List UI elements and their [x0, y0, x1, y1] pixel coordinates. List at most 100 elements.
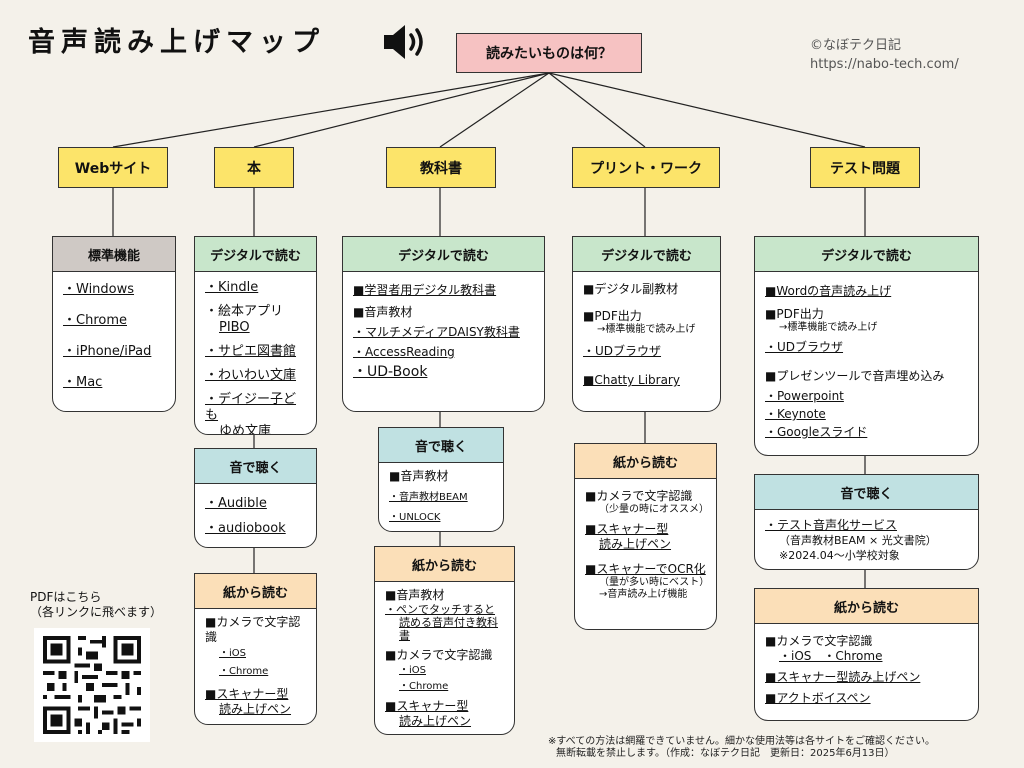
card-header: 音で聴く [195, 449, 316, 484]
link-chrome[interactable]: ・Chrome [219, 666, 269, 677]
book-paper-card: 紙から読む ■カメラで文字認識 ・iOS ・Chrome ■スキャナー型 読み上… [194, 573, 317, 725]
qr-label: PDFはこちら [30, 590, 102, 604]
print-paper-card: 紙から読む ■カメラで文字認識 （少量の時にオススメ） ■スキャナー型 読み上げ… [574, 443, 717, 630]
link-pibo[interactable]: PIBO [219, 320, 250, 335]
link-pen-touch[interactable]: ・ペンでタッチすると [385, 603, 495, 616]
list-item: ■音声教材 [353, 305, 413, 319]
link-digital-textbook[interactable]: ■学習者用デジタル教科書 [353, 283, 497, 297]
list-item-note: ※2024.04〜小学校対象 [779, 549, 900, 562]
list-item-note: →標準機能で読み上げ [779, 322, 878, 333]
link-scanner-pen[interactable]: ■スキャナー型読み上げペン [765, 670, 921, 684]
link-powerpoint[interactable]: ・Powerpoint [765, 389, 844, 403]
link-scanner-pen-2[interactable]: 読み上げペン [219, 702, 292, 716]
footer-disclaimer: ※すべての方法は網羅できていません。細かな使用法等は各サイトをご確認ください。 [548, 736, 935, 747]
link-audible[interactable]: ・Audible [205, 496, 267, 511]
link-google-slides[interactable]: ・Googleスライド [765, 425, 868, 439]
link-chrome[interactable]: ・Chrome [63, 313, 127, 328]
card-header: デジタルで読む [343, 237, 544, 272]
list-item-note: →標準機能で読み上げ [597, 324, 696, 335]
link-daisy-kodomo[interactable]: ・デイジー子ども [205, 392, 297, 423]
link-scanner-pen[interactable]: ■スキャナー型 [205, 687, 289, 701]
list-item: ■カメラで文字認識 [585, 489, 693, 503]
link-scanner-pen[interactable]: ■スキャナー型 [385, 699, 469, 713]
link-mac[interactable]: ・Mac [63, 375, 103, 390]
test-paper-card: 紙から読む ■カメラで文字認識 ・iOS ・Chrome ■スキャナー型読み上げ… [754, 588, 979, 721]
link-accessreading[interactable]: ・AccessReading [353, 345, 455, 359]
link-multimedia-daisy[interactable]: ・マルチメディアDAISY教科書 [353, 325, 520, 339]
list-item: ■デジタル副教材 [583, 282, 679, 296]
web-standard-card: 標準機能 ・Windows ・Chrome ・iPhone/iPad ・Mac [52, 236, 176, 412]
card-header: デジタルで読む [573, 237, 720, 272]
list-item: ■カメラで文字認識 [385, 648, 493, 662]
card-header: 音で聴く [755, 475, 978, 510]
list-item: ■音声教材 [389, 469, 449, 483]
footer-note: ※すべての方法は網羅できていません。細かな使用法等は各サイトをご確認ください。 … [548, 736, 935, 760]
link-waiwai[interactable]: ・わいわい文庫 [205, 368, 297, 383]
card-header: 紙から読む [575, 444, 716, 479]
site-url[interactable]: https://nabo-tech.com/ [810, 57, 959, 72]
textbook-listen-card: 音で聴く ■音声教材 ・音声教材BEAM ・UNLOCK [378, 427, 504, 532]
test-listen-card: 音で聴く ・テスト音声化サービス （音声教材BEAM × 光文書院） ※2024… [754, 474, 979, 570]
category-print: プリント・ワーク [572, 147, 720, 188]
footer-credit: 無断転載を禁止します。（作成：なぼテク日記 更新日：2025年6月13日） [556, 748, 895, 759]
link-scanner-ocr[interactable]: ■スキャナーでOCR化 [585, 562, 706, 576]
card-header: デジタルで読む [755, 237, 978, 272]
qr-code[interactable] [34, 628, 150, 742]
link-chatty-library[interactable]: ■Chatty Library [583, 373, 680, 387]
card-header: デジタルで読む [195, 237, 316, 272]
copyright: ©なぼテク日記 https://nabo-tech.com/ [810, 36, 959, 74]
link-windows[interactable]: ・Windows [63, 282, 135, 297]
qr-caption: PDFはこちら （各リンクに飛べます） [30, 590, 162, 620]
list-item: ・絵本アプリ [205, 304, 284, 319]
list-item-note: （音声教材BEAM × 光文書院） [779, 534, 937, 547]
link-iphone-ipad[interactable]: ・iPhone/iPad [63, 344, 152, 359]
textbook-digital-card: デジタルで読む ■学習者用デジタル教科書 ■音声教材 ・マルチメディアDAISY… [342, 236, 545, 412]
card-header: 音で聴く [379, 428, 503, 463]
link-beam[interactable]: ・音声教材BEAM [389, 492, 468, 503]
link-test-audio-service[interactable]: ・テスト音声化サービス [765, 518, 898, 532]
list-item: ■音声教材 [385, 588, 445, 602]
card-header: 標準機能 [53, 237, 175, 272]
link-word-readaloud[interactable]: ■Wordの音声読み上げ [765, 284, 892, 298]
book-listen-card: 音で聴く ・Audible ・audiobook [194, 448, 317, 548]
category-textbook: 教科書 [386, 147, 496, 188]
link-audiobook[interactable]: ・audiobook [205, 521, 286, 536]
link-scanner-pen-2[interactable]: 読み上げペン [399, 714, 472, 728]
copyright-name: ©なぼテク日記 [810, 38, 902, 53]
card-header: 紙から読む [375, 547, 514, 582]
link-ud-browser[interactable]: ・UDブラウザ [765, 340, 844, 354]
list-item: ■プレゼンツールで音声埋め込み [765, 369, 945, 383]
link-pen-touch-2[interactable]: 読める音声付き教科書 [399, 616, 498, 642]
qr-sublabel: （各リンクに飛べます） [30, 605, 163, 619]
link-ud-book[interactable]: ・UD-Book [353, 364, 428, 380]
list-item-note: →音声読み上げ機能 [599, 589, 688, 600]
link-scanner-pen-2[interactable]: 読み上げペン [599, 537, 672, 551]
link-ios[interactable]: ・iOS [399, 665, 426, 676]
link-scanner-pen[interactable]: ■スキャナー型 [585, 522, 669, 536]
card-header: 紙から読む [195, 574, 316, 609]
list-item-note: （少量の時にオススメ） [599, 504, 709, 515]
textbook-paper-card: 紙から読む ■音声教材 ・ペンでタッチすると 読める音声付き教科書 ■カメラで文… [374, 546, 515, 735]
link-actvoice-pen[interactable]: ■アクトボイスペン [765, 691, 871, 705]
book-digital-card: デジタルで読む ・Kindle ・絵本アプリ PIBO ・サピエ図書館 ・わいわ… [194, 236, 317, 435]
category-test: テスト問題 [810, 147, 920, 188]
category-web: Webサイト [58, 147, 168, 188]
link-daisy-kodomo-2[interactable]: ゆめ文庫 [219, 424, 272, 435]
link-unlock[interactable]: ・UNLOCK [389, 512, 441, 523]
link-chrome[interactable]: ・Chrome [399, 681, 449, 692]
category-book: 本 [214, 147, 294, 188]
list-item: ■カメラで文字認識 [205, 615, 301, 644]
link-kindle[interactable]: ・Kindle [205, 280, 259, 295]
list-item-note: （量が多い時にベスト） [599, 577, 710, 588]
list-item: ■PDF出力 [765, 307, 824, 321]
link-ios[interactable]: ・iOS [219, 648, 246, 659]
link-ios-chrome[interactable]: ・iOS ・Chrome [779, 649, 883, 663]
link-sapie[interactable]: ・サピエ図書館 [205, 344, 297, 359]
page-title: 音声読み上げマップ [28, 27, 325, 58]
link-ud-browser[interactable]: ・UDブラウザ [583, 344, 662, 358]
root-question: 読みたいものは何？ [456, 33, 642, 73]
print-digital-card: デジタルで読む ■デジタル副教材 ■PDF出力 →標準機能で読み上げ ・UDブラ… [572, 236, 721, 412]
speaker-icon [384, 25, 423, 59]
link-keynote[interactable]: ・Keynote [765, 407, 826, 421]
list-item: ■カメラで文字認識 [765, 634, 873, 648]
